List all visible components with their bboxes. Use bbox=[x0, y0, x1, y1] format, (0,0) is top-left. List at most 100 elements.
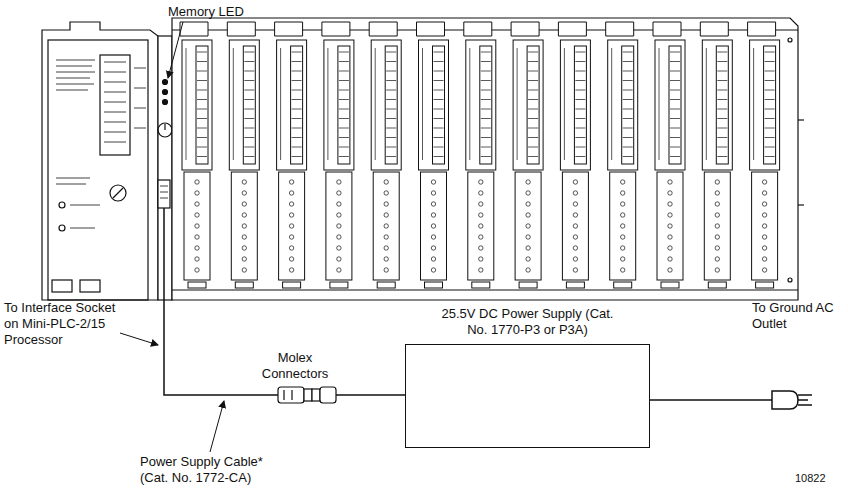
terminal-screw bbox=[479, 257, 483, 261]
terminal-screw bbox=[289, 268, 293, 272]
leader-line bbox=[168, 22, 183, 78]
module-latch bbox=[322, 22, 350, 36]
terminal bbox=[339, 61, 349, 62]
terminal bbox=[339, 128, 349, 129]
wiring-arm bbox=[468, 172, 494, 280]
card-edge bbox=[375, 48, 376, 160]
terminal-screw bbox=[762, 213, 766, 217]
terminal bbox=[386, 90, 396, 91]
terminal-strip bbox=[385, 46, 397, 164]
terminal bbox=[434, 156, 444, 157]
terminal-strip bbox=[480, 46, 492, 164]
terminal-screw bbox=[195, 246, 199, 250]
terminal-screw bbox=[384, 213, 388, 217]
terminal bbox=[528, 71, 538, 72]
terminal-screw bbox=[715, 268, 719, 272]
wiring-arm bbox=[373, 172, 399, 280]
terminal-screw bbox=[384, 202, 388, 206]
terminal bbox=[765, 80, 775, 81]
node-heading: 25.5V DC Power Supply (Cat. No. 1770-P3 … bbox=[439, 306, 617, 338]
terminal-screw bbox=[715, 180, 719, 184]
module-foot bbox=[661, 282, 679, 288]
terminal bbox=[575, 128, 585, 129]
terminal-screw bbox=[289, 191, 293, 195]
terminal bbox=[434, 90, 444, 91]
terminal bbox=[339, 109, 349, 110]
terminal-screw bbox=[526, 235, 530, 239]
card-edge bbox=[469, 48, 470, 160]
terminal-screw bbox=[668, 268, 672, 272]
terminal-screw bbox=[242, 191, 246, 195]
terminal bbox=[528, 80, 538, 81]
io-module bbox=[558, 22, 590, 288]
terminal bbox=[481, 128, 491, 129]
terminal-screw bbox=[337, 213, 341, 217]
terminal bbox=[575, 71, 585, 72]
terminal bbox=[292, 80, 302, 81]
terminal-screw bbox=[621, 268, 625, 272]
power-supply-outline bbox=[405, 344, 650, 448]
terminal-screw bbox=[431, 202, 435, 206]
terminal bbox=[339, 118, 349, 119]
module-card bbox=[466, 40, 496, 170]
wiring-arm bbox=[610, 172, 636, 280]
terminal-screw bbox=[715, 257, 719, 261]
terminal bbox=[670, 52, 680, 53]
terminal bbox=[292, 156, 302, 157]
terminal bbox=[481, 156, 491, 157]
terminal bbox=[434, 99, 444, 100]
terminal-screw bbox=[242, 235, 246, 239]
terminal bbox=[717, 99, 727, 100]
terminal-screw bbox=[384, 268, 388, 272]
terminal bbox=[670, 147, 680, 148]
terminal-strip bbox=[196, 46, 208, 164]
terminal bbox=[244, 128, 254, 129]
terminal bbox=[292, 147, 302, 148]
io-module bbox=[369, 22, 401, 288]
terminal bbox=[197, 137, 207, 138]
terminal bbox=[717, 118, 727, 119]
terminal-screw bbox=[195, 180, 199, 184]
terminal bbox=[197, 71, 207, 72]
terminal bbox=[386, 128, 396, 129]
terminal bbox=[765, 90, 775, 91]
terminal bbox=[386, 156, 396, 157]
terminal bbox=[528, 156, 538, 157]
terminal bbox=[197, 90, 207, 91]
terminal-screw bbox=[715, 224, 719, 228]
terminal-screw bbox=[668, 246, 672, 250]
terminal-screw bbox=[431, 191, 435, 195]
terminal bbox=[575, 109, 585, 110]
terminal bbox=[623, 80, 633, 81]
terminal-screw bbox=[384, 180, 388, 184]
terminal-screw bbox=[195, 224, 199, 228]
module-foot bbox=[756, 282, 774, 288]
io-module bbox=[227, 22, 259, 288]
terminal-screw bbox=[668, 180, 672, 184]
terminal bbox=[292, 71, 302, 72]
terminal-screw bbox=[573, 246, 577, 250]
terminal-screw bbox=[289, 235, 293, 239]
terminal bbox=[765, 118, 775, 119]
terminal-screw bbox=[337, 246, 341, 250]
terminal bbox=[386, 80, 396, 81]
terminal bbox=[339, 80, 349, 81]
terminal-screw bbox=[479, 213, 483, 217]
terminal bbox=[339, 71, 349, 72]
terminal-screw bbox=[526, 202, 530, 206]
terminal-strip bbox=[622, 46, 634, 164]
terminal bbox=[386, 61, 396, 62]
terminal-screw bbox=[384, 235, 388, 239]
leader-line bbox=[210, 401, 224, 452]
terminal bbox=[197, 61, 207, 62]
terminal bbox=[292, 61, 302, 62]
terminal bbox=[197, 80, 207, 81]
terminal bbox=[765, 109, 775, 110]
module-foot bbox=[425, 282, 443, 288]
terminal-screw bbox=[289, 180, 293, 184]
terminal bbox=[670, 71, 680, 72]
terminal-screw bbox=[715, 235, 719, 239]
terminal bbox=[670, 118, 680, 119]
terminal-screw bbox=[526, 191, 530, 195]
terminal-screw bbox=[526, 213, 530, 217]
